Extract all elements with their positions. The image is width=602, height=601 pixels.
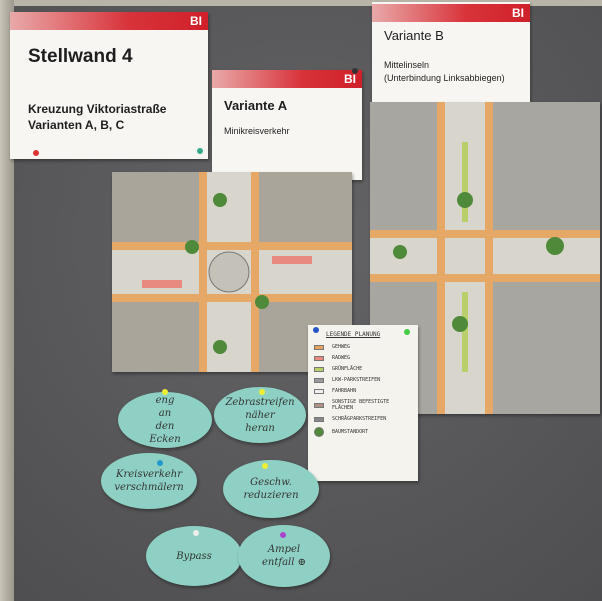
note-text: verschmälern bbox=[114, 482, 184, 493]
pin-icon bbox=[197, 148, 203, 154]
roundabout-plan bbox=[112, 172, 352, 372]
red-header-bar: BI bbox=[10, 12, 208, 30]
legend-label: SONSTIGE BEFESTIGTE FLÄCHEN bbox=[332, 399, 390, 411]
card-variante-a: BI Variante A Minikreisverkehr bbox=[212, 70, 362, 180]
note-text: reduzieren bbox=[243, 490, 299, 501]
legend-label: BAUMSTANDORT bbox=[332, 429, 369, 435]
pin-icon bbox=[193, 530, 199, 536]
legend-swatch bbox=[314, 344, 324, 350]
board-frame-top bbox=[0, 0, 602, 6]
legend-swatch bbox=[314, 402, 324, 408]
card-title: Stellwand 4 bbox=[28, 46, 133, 67]
legend-title: LEGENDE PLANUNG bbox=[326, 331, 381, 338]
legend-label: GRÜNFLÄCHE bbox=[332, 366, 363, 372]
legend-label: SCHRÄGPARKSTREIFEN bbox=[332, 416, 387, 422]
map-variante-a bbox=[112, 172, 352, 372]
note-geschwindigkeit: Geschw. reduzieren bbox=[223, 460, 319, 518]
legend-swatch bbox=[314, 366, 324, 372]
legend-label: RADWEG bbox=[332, 355, 351, 361]
card-subtitle: Minikreisverkehr bbox=[224, 126, 290, 136]
note-kreisverkehr: Kreisverkehr verschmälern bbox=[101, 453, 197, 509]
legend-item: BAUMSTANDORT bbox=[314, 427, 412, 437]
legend-item: SONSTIGE BEFESTIGTE FLÄCHEN bbox=[314, 399, 412, 411]
legend-item: RADWEG bbox=[314, 355, 412, 361]
card-stellwand: BI Stellwand 4 Kreuzung Viktoriastraße V… bbox=[10, 12, 208, 159]
pin-icon bbox=[33, 150, 39, 156]
pin-icon bbox=[162, 389, 168, 395]
note-text: näher bbox=[245, 409, 275, 421]
note-text: Geschw. bbox=[250, 477, 292, 488]
legend-swatch bbox=[314, 355, 324, 361]
note-text: an bbox=[158, 408, 172, 419]
legend-item: FAHRBAHN bbox=[314, 388, 412, 394]
red-header-bar: BI bbox=[212, 70, 362, 88]
card-line1: Kreuzung Viktoriastraße bbox=[28, 102, 167, 116]
pin-icon bbox=[313, 327, 319, 333]
card-line2: (Unterbindung Linksabbiegen) bbox=[384, 73, 505, 83]
note-text: eng bbox=[155, 395, 175, 406]
legend-card: LEGENDE PLANUNG GEHWEG RADWEG GRÜNFLÄCHE LK… bbox=[308, 325, 418, 481]
pin-icon bbox=[157, 460, 163, 466]
bi-logo: BI bbox=[512, 6, 524, 20]
red-header-bar: BI bbox=[372, 4, 530, 22]
pin-icon bbox=[352, 68, 358, 74]
card-variante-b: BI Variante B Mittelinseln (Unterbindung… bbox=[372, 2, 530, 112]
legend-label: FAHRBAHN bbox=[332, 388, 357, 394]
legend-swatch bbox=[314, 377, 324, 383]
pin-icon bbox=[404, 329, 410, 335]
bi-logo: BI bbox=[344, 72, 356, 86]
bi-logo: BI bbox=[190, 14, 202, 28]
pin-icon bbox=[262, 463, 268, 469]
note-text: heran bbox=[245, 422, 275, 434]
legend-item: GRÜNFLÄCHE bbox=[314, 366, 412, 372]
legend-item: LKW-PARKSTREIFEN bbox=[314, 377, 412, 383]
card-title: Variante A bbox=[224, 98, 288, 113]
note-text: den bbox=[155, 421, 175, 432]
legend-swatch bbox=[314, 427, 324, 437]
pin-icon bbox=[259, 389, 265, 395]
legend-item: SCHRÄGPARKSTREIFEN bbox=[314, 416, 412, 422]
card-line1: Mittelinseln bbox=[384, 60, 430, 70]
note-text: Ecken bbox=[149, 434, 181, 445]
note-text: Bypass bbox=[176, 550, 212, 562]
legend-swatch bbox=[314, 416, 324, 422]
legend-label: LKW-PARKSTREIFEN bbox=[332, 377, 381, 383]
note-bypass: Bypass bbox=[146, 526, 242, 586]
note-text: Zebrastreifen bbox=[225, 396, 295, 408]
card-title: Variante B bbox=[384, 28, 444, 43]
legend-label: GEHWEG bbox=[332, 344, 351, 350]
legend-item: GEHWEG bbox=[314, 344, 412, 350]
pin-icon bbox=[280, 532, 286, 538]
card-line2: Varianten A, B, C bbox=[28, 118, 125, 132]
note-text: Ampel bbox=[267, 544, 301, 555]
note-text: Kreisverkehr bbox=[115, 469, 183, 480]
legend-swatch bbox=[314, 388, 324, 394]
note-text: entfall ⊕ bbox=[262, 557, 306, 568]
